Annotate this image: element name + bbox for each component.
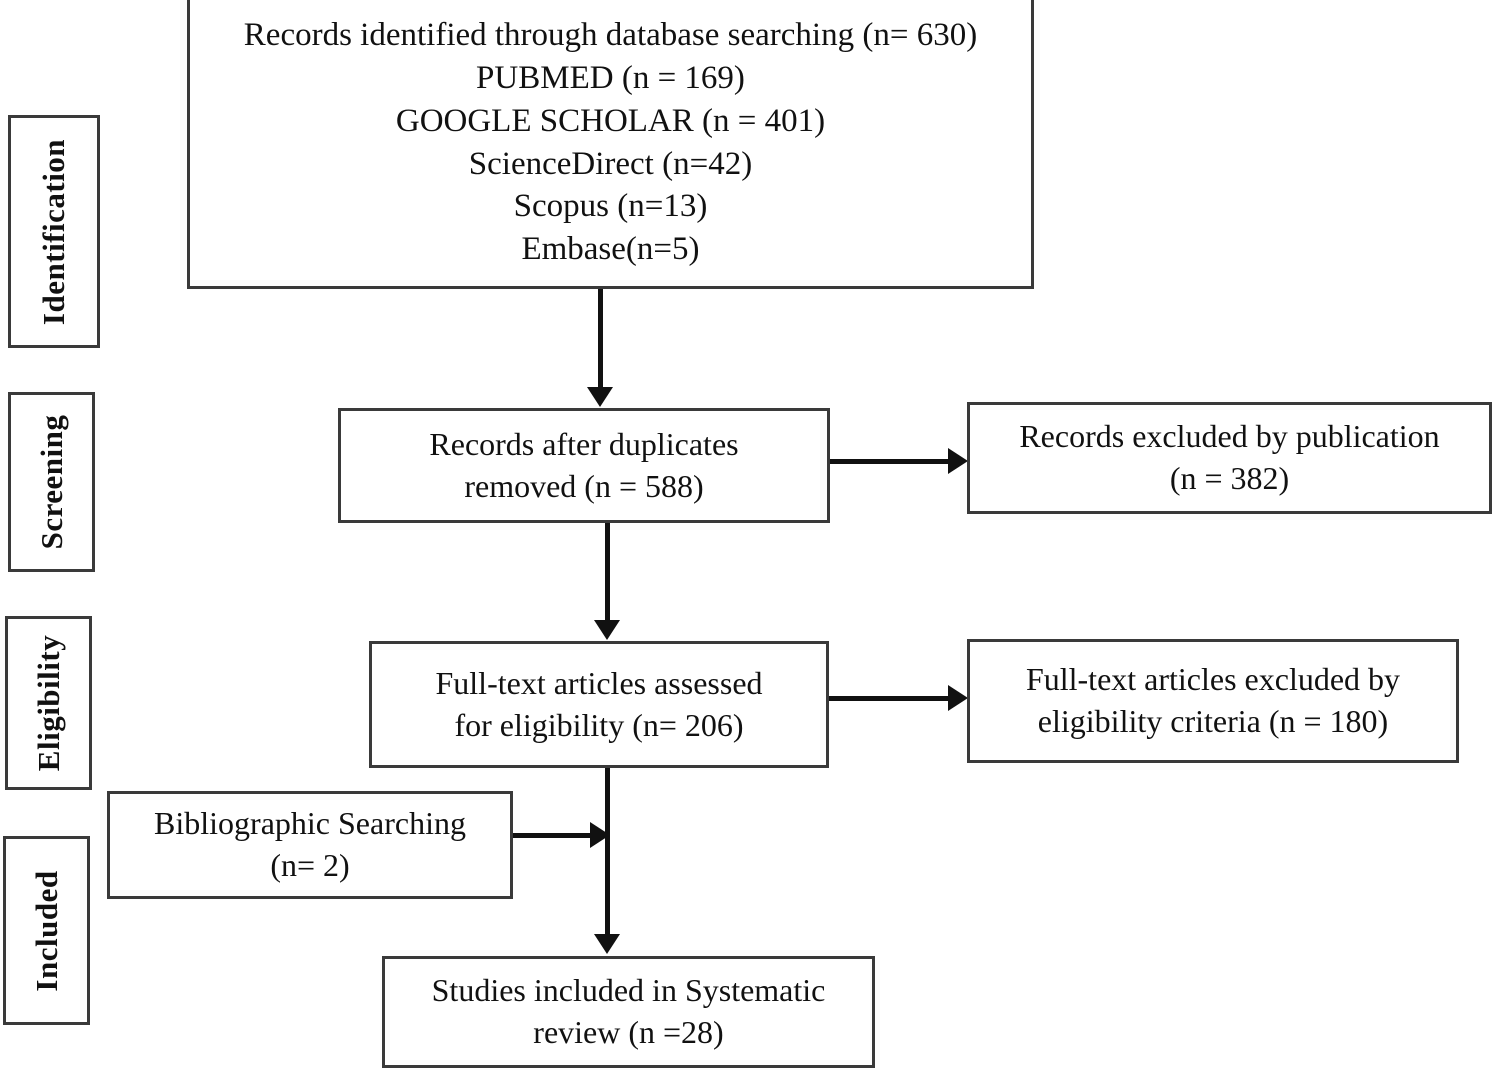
stage-label-eligibility-text: Eligibility <box>30 634 66 772</box>
stage-label-identification: Identification <box>8 115 100 348</box>
box-bibliographic-searching: Bibliographic Searching (n= 2) <box>107 791 513 899</box>
box-records-after-duplicates: Records after duplicates removed (n = 58… <box>338 408 830 523</box>
box-records-after-duplicates-text: Records after duplicates removed (n = 58… <box>429 425 739 504</box>
arrow-duplicates-to-fulltext-head <box>594 620 620 640</box>
box-records-identified-text: Records identified through database sear… <box>243 16 978 268</box>
stage-label-eligibility: Eligibility <box>5 616 92 790</box>
box-fulltext-assessed: Full-text articles assessed for eligibil… <box>369 641 829 768</box>
arrow-identified-to-duplicates-head <box>587 387 613 407</box>
box-bibliographic-searching-text: Bibliographic Searching (n= 2) <box>154 805 466 883</box>
box-fulltext-excluded-eligibility-text: Full-text articles excluded by eligibili… <box>1025 661 1401 739</box>
arrow-fulltext-to-excluded-line <box>829 696 951 701</box>
arrow-duplicates-to-fulltext-line <box>605 523 610 623</box>
arrow-bibliographic-to-trunk-line <box>513 833 595 838</box>
stage-label-included-text: Included <box>28 869 64 992</box>
arrow-duplicates-to-excluded-line <box>830 459 950 464</box>
arrow-fulltext-to-included-line <box>605 768 610 936</box>
arrow-fulltext-to-included-head <box>594 934 620 954</box>
box-records-identified: Records identified through database sear… <box>187 0 1034 289</box>
box-fulltext-assessed-text: Full-text articles assessed for eligibil… <box>435 664 763 743</box>
arrow-duplicates-to-excluded-head <box>948 448 968 474</box>
arrow-identified-to-duplicates-line <box>598 289 603 389</box>
stage-label-screening-text: Screening <box>33 414 69 550</box>
arrow-fulltext-to-excluded-head <box>948 685 968 711</box>
stage-label-screening: Screening <box>8 392 95 572</box>
box-fulltext-excluded-eligibility: Full-text articles excluded by eligibili… <box>967 639 1459 763</box>
box-records-excluded-publication-text: Records excluded by publication (n = 382… <box>1019 418 1440 496</box>
box-studies-included-text: Studies included in Systematic review (n… <box>431 972 826 1050</box>
box-records-excluded-publication: Records excluded by publication (n = 382… <box>967 402 1492 514</box>
stage-label-included: Included <box>3 836 90 1025</box>
stage-label-identification-text: Identification <box>36 138 71 325</box>
box-studies-included: Studies included in Systematic review (n… <box>382 956 875 1068</box>
